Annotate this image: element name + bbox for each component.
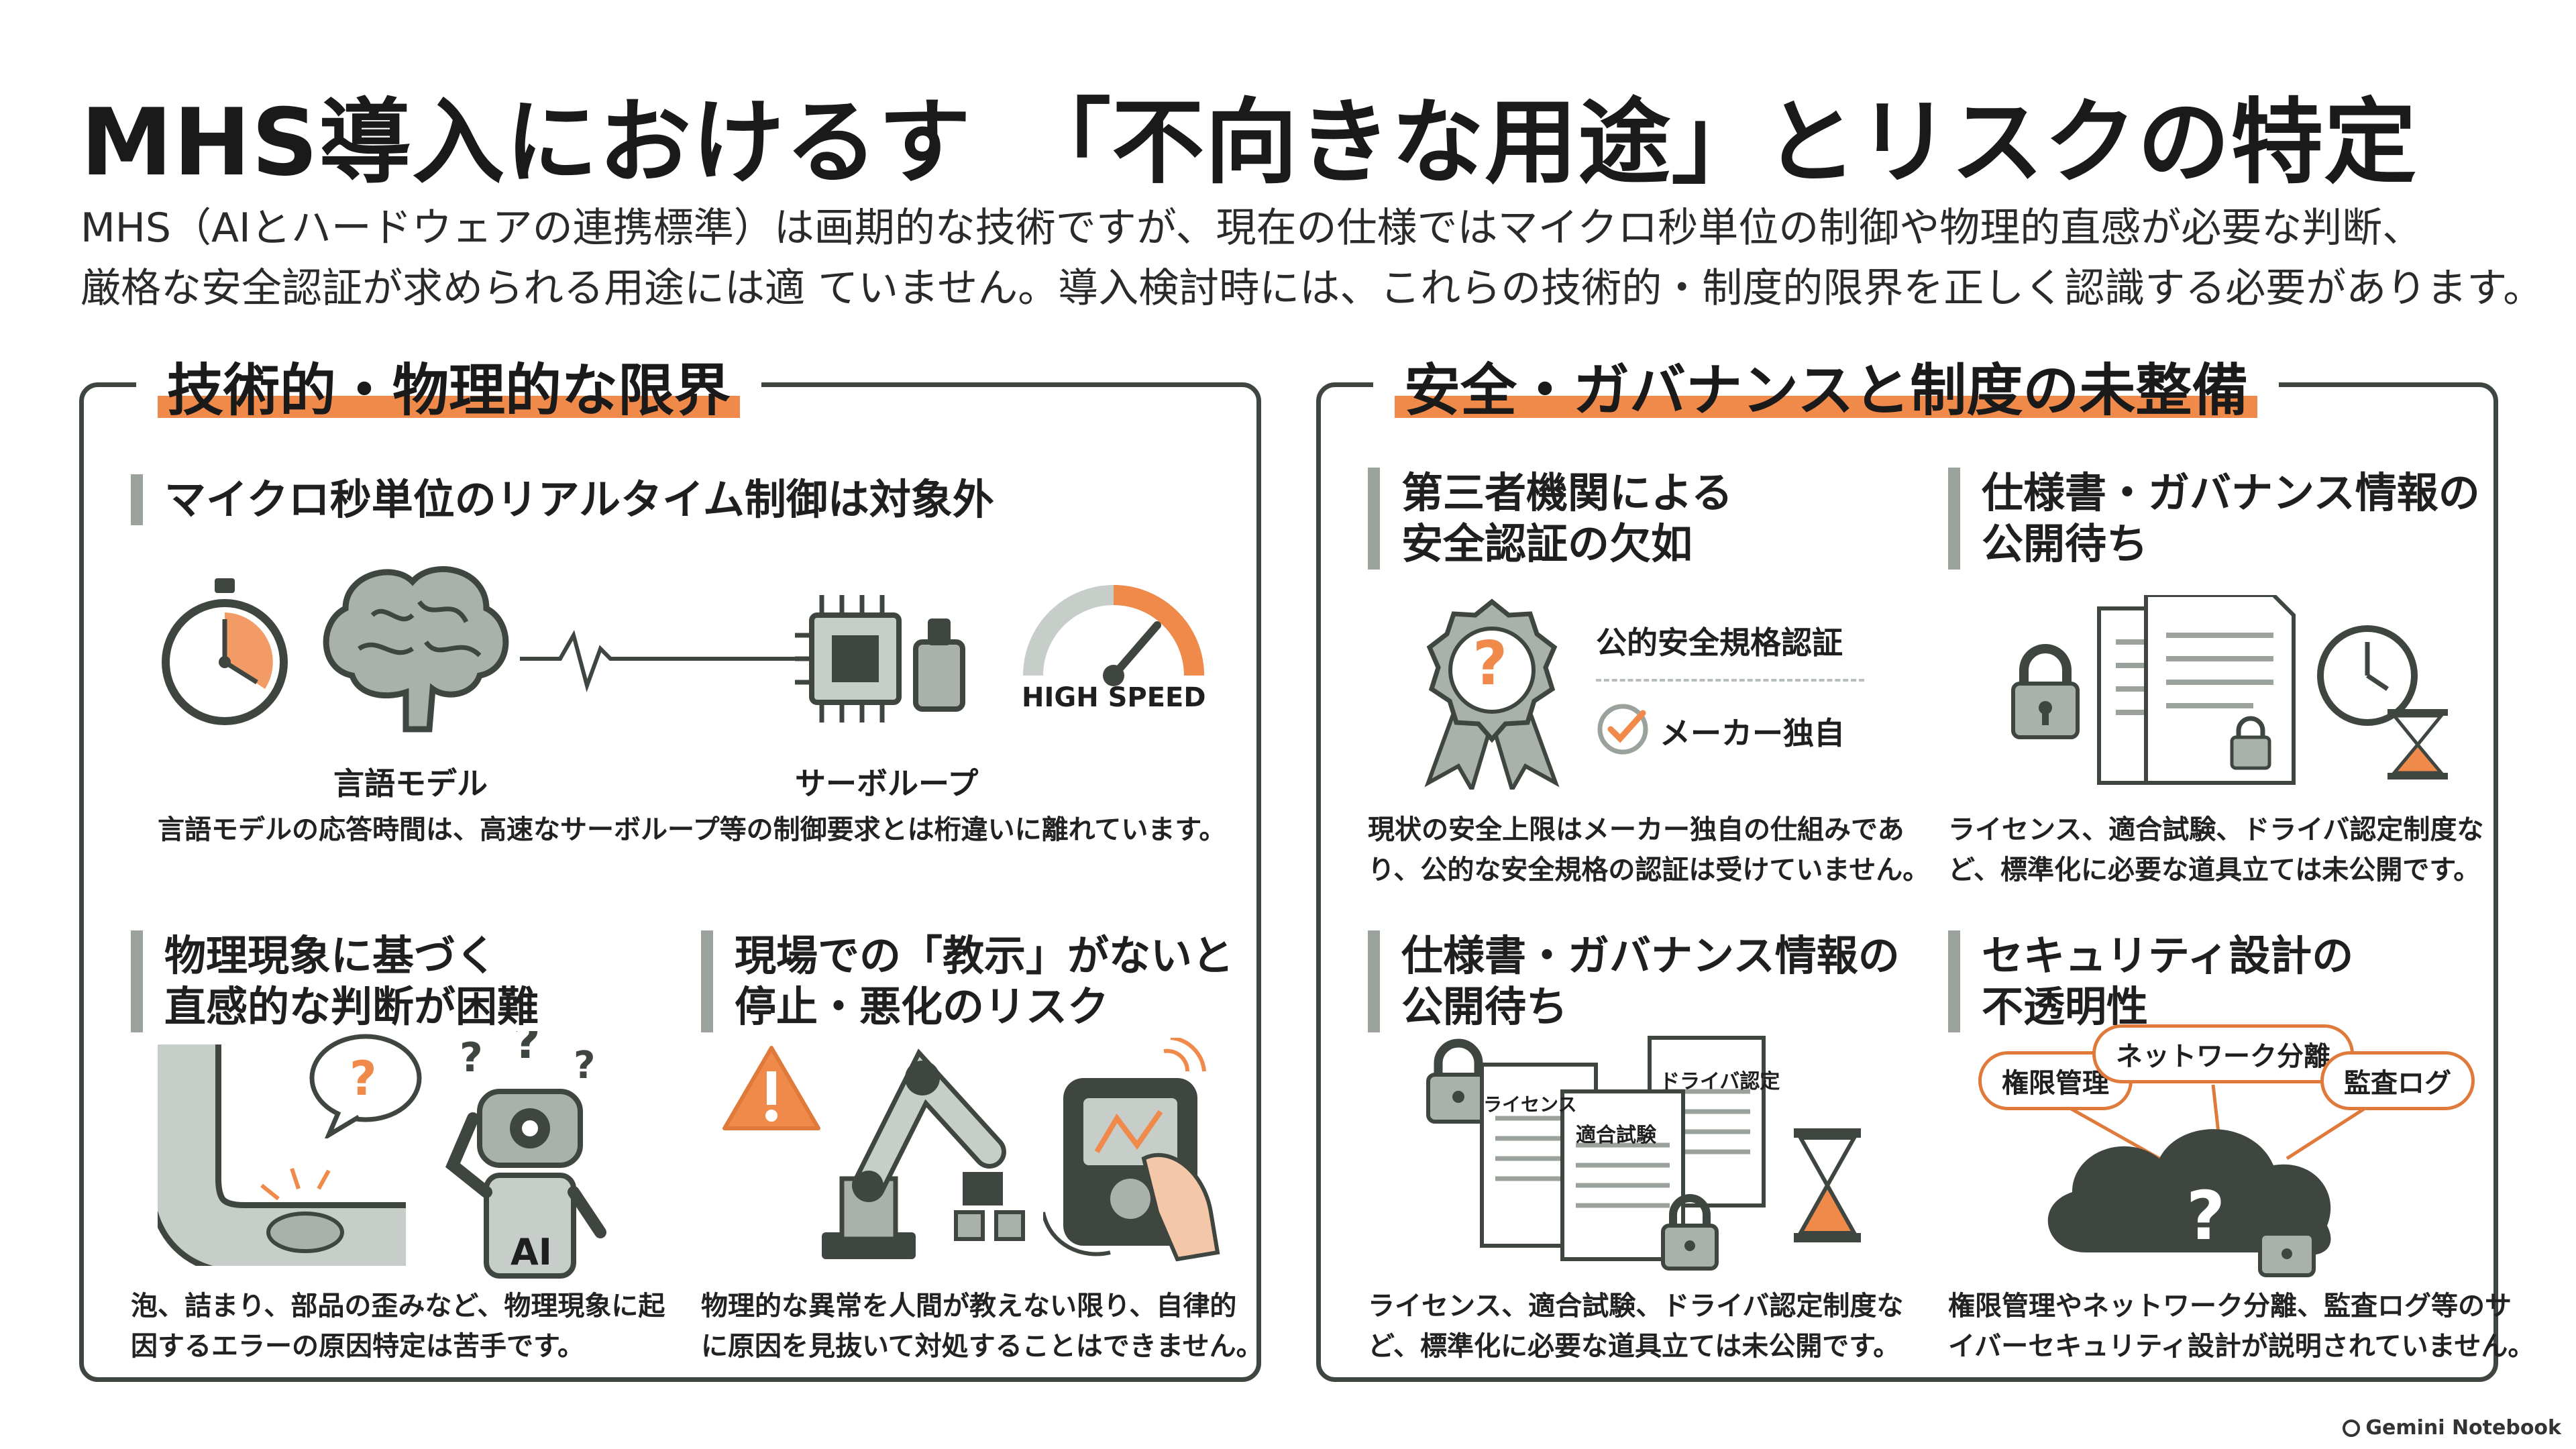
security-heading: セキュリティ設計の 不透明性	[1948, 930, 2353, 1032]
realtime-heading: マイクロ秒単位のリアルタイム制御は対象外	[131, 474, 994, 525]
spec-description-top: ライセンス、適合試験、ドライバ認定制度な ど、標準化に必要な道具立ては未公開です…	[1948, 814, 2484, 885]
maker-own-label: メーカー独自	[1660, 715, 1845, 751]
svg-text:?: ?	[574, 1044, 595, 1087]
question-bubble-icon: ?	[309, 1034, 422, 1138]
brain-icon	[323, 566, 509, 733]
physical-heading: 物理現象に基づく 直感的な判断が困難	[131, 930, 539, 1032]
certification-badge-icon	[1424, 598, 1560, 790]
teach-pendant-icon	[1043, 1038, 1220, 1262]
physical-description: 泡、詰まり、部品の歪みなど、物理現象に起 因するエラーの原因特定は苦手です。	[131, 1291, 665, 1362]
llm-label: 言語モデル	[333, 765, 488, 802]
gauge-label: HIGH SPEED	[1022, 682, 1206, 713]
stopwatch-icon	[162, 578, 288, 725]
intro-line-1: MHS（AIとハードウェアの連携標準）は画期的な技術ですが、現在の仕様ではマイク…	[80, 205, 2423, 252]
pipe-icon	[158, 1044, 406, 1266]
intro-line-2: 厳格な安全認証が求められる用途には適 ていません。導入検討時には、これらの技術的…	[80, 265, 2544, 312]
certification-description: 現状の安全上限はメーカー独自の仕組みであ り、公的な安全規格の認証は受けていませ…	[1368, 814, 1930, 885]
divider	[1596, 679, 1864, 682]
servo-loop-label: サーボループ	[795, 765, 979, 802]
doc-driver-label: ドライバ認定	[1660, 1070, 1780, 1093]
robot-arm-icon	[822, 1049, 1025, 1259]
footer-brand: Gemini Notebook	[2343, 1416, 2561, 1440]
doc-test-label: 適合試験	[1576, 1124, 1656, 1147]
spec-description-bottom: ライセンス、適合試験、ドライバ認定制度な ど、標準化に必要な道具立ては未公開です…	[1368, 1291, 1904, 1362]
svg-text:?: ?	[460, 1034, 483, 1081]
doc-license-label: ライセンス	[1483, 1093, 1577, 1116]
tag-audit-log: 監査ログ	[2320, 1051, 2475, 1110]
speed-gauge-icon	[1023, 585, 1204, 686]
spec-heading-top: 仕様書・ガバナンス情報の 公開待ち	[1948, 468, 2480, 570]
svg-text:?: ?	[513, 1031, 541, 1069]
clock-hourglass-icon	[2317, 625, 2448, 780]
spec-documents-icon	[1480, 1036, 1766, 1261]
documents-icon	[2097, 595, 2296, 785]
tag-network-isolation: ネットワーク分離	[2092, 1024, 2354, 1083]
hourglass-icon	[1794, 1128, 1861, 1242]
lock-icon	[1661, 1194, 1719, 1271]
svg-text:?: ?	[2186, 1177, 2225, 1255]
check-icon	[1597, 704, 1648, 755]
intro-text: MHS（AIとハードウェアの連携標準）は画期的な技術ですが、現在の仕様ではマイク…	[80, 198, 2544, 319]
lock-icon	[2011, 644, 2080, 739]
realtime-description: 言語モデルの応答時間は、高速なサーボループ等の制御要求とは桁違いに離れています。	[158, 814, 1226, 845]
technical-limits-panel: 技術的・物理的な限界 マイクロ秒単位のリアルタイム制御は対象外	[79, 345, 1263, 1382]
chip-icon	[795, 595, 965, 722]
public-certification-label: 公的安全規格認証	[1596, 625, 1843, 661]
safety-governance-panel: 安全・ガバナンスと制度の未整備 第三者機関による 安全認証の欠如 ? 公的安全規…	[1316, 345, 2534, 1382]
badge-question-mark: ?	[1472, 629, 1508, 699]
panel-title-safety: 安全・ガバナンスと制度の未整備	[1373, 345, 2279, 427]
panel-title-technical: 技術的・物理的な限界	[136, 345, 762, 427]
ai-robot-icon: ? ? ?	[445, 1031, 606, 1279]
certification-heading: 第三者機関による 安全認証の欠如	[1368, 468, 1733, 570]
teaching-heading: 現場での「教示」がないと 停止・悪化のリスク	[701, 930, 1234, 1032]
warning-icon	[722, 1046, 820, 1130]
tag-access-control: 権限管理	[1978, 1051, 2133, 1110]
teaching-description: 物理的な異常を人間が教えない限り、自律的 に原因を見抜いて対処することはできませ…	[701, 1291, 1263, 1362]
page-title: MHS導入におけるす 「不向きな用途」とリスクの特定	[80, 89, 2418, 197]
security-description: 権限管理やネットワーク分離、監査ログ等のサ イバーセキュリティ設計が説明されてい…	[1948, 1291, 2535, 1362]
signal-wave-icon	[520, 630, 869, 692]
spec-heading-bottom: 仕様書・ガバナンス情報の 公開待ち	[1368, 930, 1900, 1032]
gemini-logo-icon	[2343, 1419, 2361, 1437]
ai-robot-label: AI	[511, 1231, 552, 1273]
svg-text:?: ?	[350, 1051, 377, 1106]
